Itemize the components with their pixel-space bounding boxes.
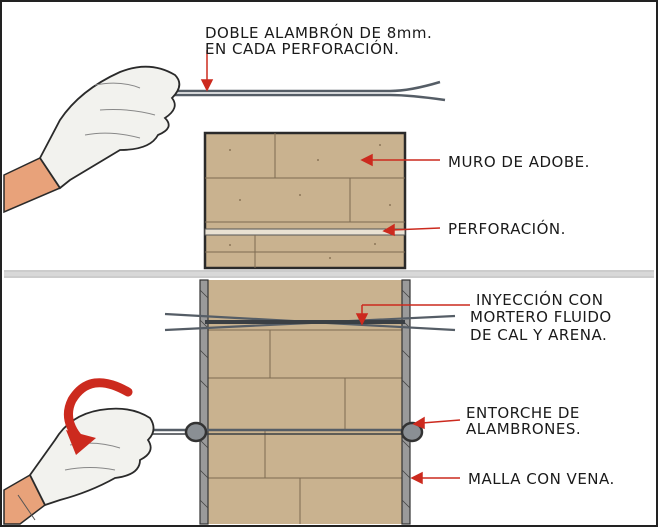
label-inyeccion-line1: INYECCIÓN CON xyxy=(476,290,603,309)
lower-twisted-wire xyxy=(150,421,424,443)
curved-twist-arrow-icon xyxy=(63,378,133,455)
label-inyeccion-line3: DE CAL Y ARENA. xyxy=(470,326,607,344)
right-mesh xyxy=(401,279,411,525)
leader-arrows xyxy=(200,50,470,485)
upper-through-wire xyxy=(164,312,456,332)
left-mesh xyxy=(199,279,209,525)
label-malla-con-vena: MALLA CON VENA. xyxy=(468,470,615,488)
label-inyeccion-line2: MORTERO FLUIDO xyxy=(470,308,612,326)
label-entorche-line1: ENTORCHE DE xyxy=(466,404,580,422)
label-entorche-line2: ALAMBRONES. xyxy=(466,420,581,438)
label-muro-de-adobe: MURO DE ADOBE. xyxy=(448,153,590,171)
gloved-hand-twisting-wire-icon xyxy=(3,407,155,525)
label-perforacion: PERFORACIÓN. xyxy=(448,219,566,238)
gloved-hand-holding-wire-icon xyxy=(3,65,446,214)
label-doble-alambron-line1: DOBLE ALAMBRÓN DE 8mm. xyxy=(205,23,432,42)
label-doble-alambron-line2: EN CADA PERFORACIÓN. xyxy=(205,39,399,58)
perforation-hole xyxy=(204,228,406,236)
upper-adobe-wall xyxy=(203,131,407,270)
